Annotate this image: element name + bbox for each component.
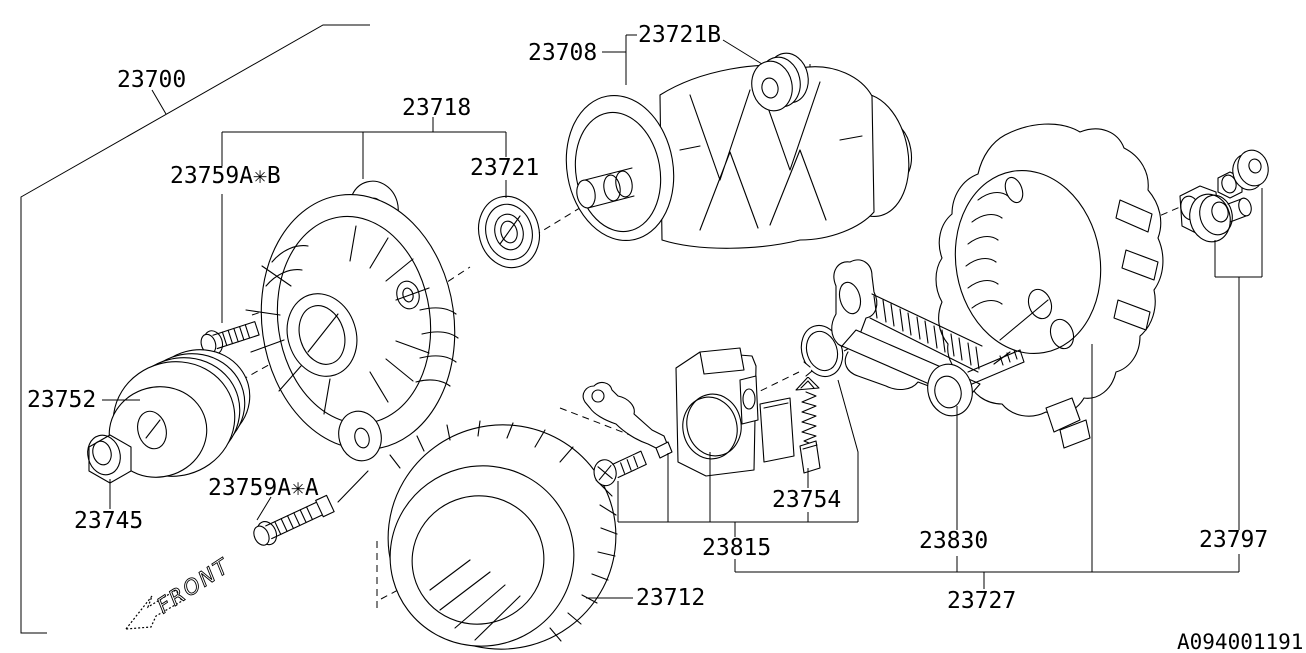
part-label-23752: 23752 <box>27 387 97 413</box>
part-label-23721: 23721 <box>470 155 540 181</box>
brush-drawing <box>799 440 821 474</box>
diagram-code: A094001191 <box>1177 630 1304 653</box>
brush-holder-bracket-drawing <box>582 381 673 459</box>
through-bolt-a-drawing <box>253 494 335 546</box>
part-label-23745: 23745 <box>74 508 144 534</box>
part-label-23815: 23815 <box>702 535 772 561</box>
front-bearing-drawing <box>478 195 540 269</box>
part-label-23708: 23708 <box>528 40 598 66</box>
stator-drawing <box>387 420 618 650</box>
part-label-23759ab: 23759A✳B <box>170 163 281 189</box>
rear-housing-drawing <box>935 123 1164 449</box>
front-housing-drawing <box>245 180 459 462</box>
front-arrow-label: FRONT <box>153 553 235 618</box>
rear-bearing-drawing <box>751 52 809 112</box>
rotor-drawing <box>565 64 913 249</box>
part-label-23797: 23797 <box>1199 527 1269 553</box>
part-label-23721b: 23721B <box>638 22 722 48</box>
part-label-23759aa: 23759A✳A <box>208 475 319 501</box>
part-label-23700: 23700 <box>117 67 187 93</box>
part-label-23718: 23718 <box>402 95 472 121</box>
rectifier-drawing <box>831 259 1025 417</box>
front-arrow-icon <box>124 589 183 630</box>
leader-lines <box>20 24 1263 634</box>
brush-spring-drawing <box>795 376 820 446</box>
part-label-23830: 23830 <box>919 528 989 554</box>
regulator-drawing <box>675 347 795 477</box>
part-label-23727: 23727 <box>947 588 1017 614</box>
pulley-drawing <box>108 349 251 478</box>
through-bolt-b-drawing <box>200 321 260 355</box>
front-direction-arrow: FRONT <box>124 553 235 630</box>
part-label-23754: 23754 <box>772 487 842 513</box>
part-label-23712: 23712 <box>636 585 706 611</box>
terminal-parts-drawing <box>1179 149 1269 243</box>
brush-screw-drawing <box>593 450 647 487</box>
